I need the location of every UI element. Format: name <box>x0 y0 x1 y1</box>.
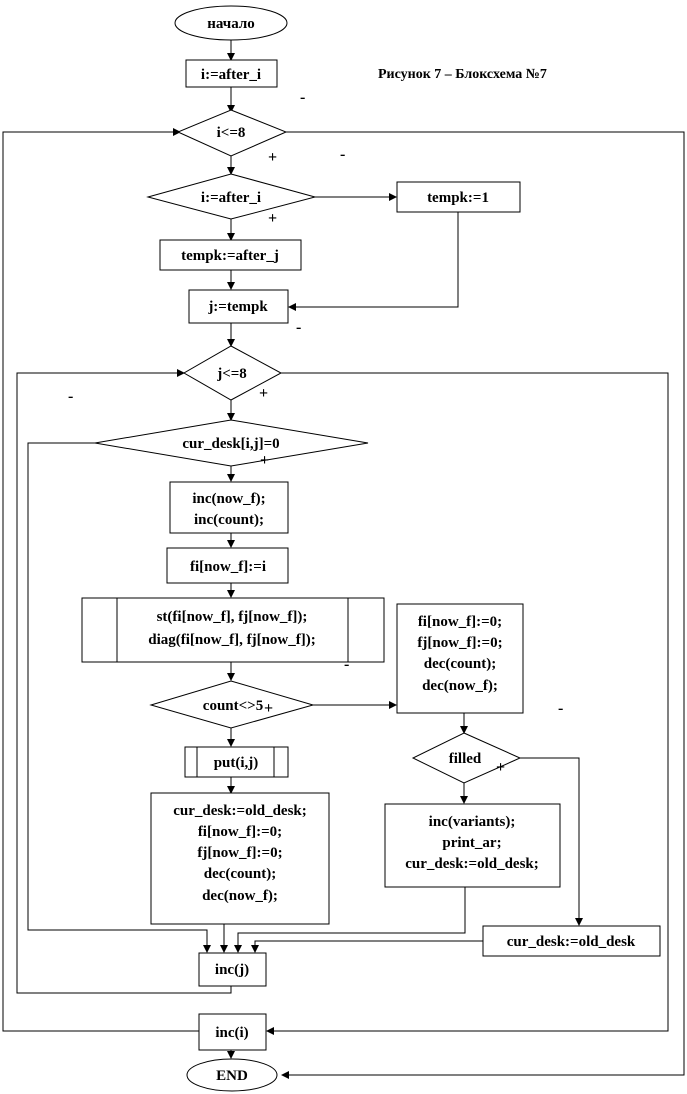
connectors <box>2 40 685 1079</box>
label-minus-jinit: - <box>296 319 301 336</box>
arrow-icond-to-end <box>281 131 685 1079</box>
label-plus-ieq: + <box>268 210 277 227</box>
svg-text:fi[now_f]:=i: fi[now_f]:=i <box>190 559 266 575</box>
svg-text:fi[now_f]:=0;: fi[now_f]:=0; <box>418 614 502 630</box>
label-minus-iinit: - <box>300 89 305 106</box>
put-subroutine-node: put(i,j) <box>184 746 289 778</box>
label-minus-icond: - <box>340 146 345 163</box>
label-plus-deskcond: + <box>260 452 269 469</box>
svg-text:dec(now_f);: dec(now_f); <box>422 678 498 694</box>
j-condition-node: j<=8 <box>182 345 283 401</box>
restore-simple-node: cur_desk:=old_desk <box>482 925 661 957</box>
label-plus-jcond: + <box>259 385 268 402</box>
i-condition-node: i<=8 <box>176 109 288 157</box>
arrow-tempkone-to-jinit <box>288 212 459 311</box>
svg-text:inc(count);: inc(count); <box>194 512 264 528</box>
label-minus-jcond: - <box>68 388 73 405</box>
svg-text:inc(variants);: inc(variants); <box>429 814 516 830</box>
arrow-variants-to-incj <box>234 887 466 953</box>
tempk-after-node: tempk:=after_j <box>159 239 302 271</box>
arrow-inci-to-icond <box>2 128 199 1032</box>
end-node: END <box>186 1058 278 1092</box>
j-init-node: j:=tempk <box>188 289 289 324</box>
svg-text:fi[now_f]:=0;: fi[now_f]:=0; <box>198 824 282 840</box>
arrow-incj-to-jcond <box>16 369 232 994</box>
svg-text:END: END <box>216 1068 248 1084</box>
arrow-restoresimple-to-incj <box>251 940 483 953</box>
svg-text:diag(fi[now_f], fj[now_f]);: diag(fi[now_f], fj[now_f]); <box>148 632 315 648</box>
label-plus-countcond: + <box>264 700 273 717</box>
restore-block-node: cur_desk:=old_desk; fi[now_f]:=0; fj[now… <box>150 792 330 925</box>
branch-labels: - + - + - + - + - + - + <box>68 89 563 776</box>
svg-text:dec(count);: dec(count); <box>424 656 496 672</box>
svg-text:i:=after_i: i:=after_i <box>201 190 261 206</box>
arrow-jcond-to-inci <box>266 372 669 1035</box>
inc-i-node: inc(i) <box>198 1013 267 1051</box>
i-equals-condition-node: i:=after_i <box>146 173 317 220</box>
svg-text:cur_desk[i,j]=0: cur_desk[i,j]=0 <box>182 436 279 452</box>
svg-text:filled: filled <box>449 751 482 767</box>
label-minus-stdiag: - <box>344 656 349 673</box>
svg-text:cur_desk:=old_desk;: cur_desk:=old_desk; <box>405 856 539 872</box>
svg-text:cur_desk:=old_desk;: cur_desk:=old_desk; <box>173 803 307 819</box>
filled-condition-node: filled <box>411 732 522 784</box>
count-condition-node: count<>5 <box>149 680 315 729</box>
svg-text:j:=tempk: j:=tempk <box>207 299 268 315</box>
svg-text:dec(now_f);: dec(now_f); <box>202 888 278 904</box>
svg-text:print_ar;: print_ar; <box>442 835 501 851</box>
arrow-filled-to-restoresimple <box>520 757 583 926</box>
svg-text:put(i,j): put(i,j) <box>214 755 259 771</box>
svg-text:начало: начало <box>207 16 255 32</box>
svg-text:tempk:=1: tempk:=1 <box>427 190 489 206</box>
reset-block-node: fi[now_f]:=0; fj[now_f]:=0; dec(count); … <box>396 603 524 714</box>
label-plus-icond: + <box>268 149 277 166</box>
variants-block-node: inc(variants); print_ar; cur_desk:=old_d… <box>384 803 561 888</box>
svg-text:fj[now_f]:=0;: fj[now_f]:=0; <box>417 635 502 651</box>
label-plus-filled: + <box>496 759 505 776</box>
svg-text:cur_desk:=old_desk: cur_desk:=old_desk <box>507 934 636 950</box>
arrow-deskcond-to-incj <box>27 442 211 953</box>
inc-block-node: inc(now_f); inc(count); <box>169 481 289 534</box>
st-diag-subroutine-node: st(fi[now_f], fj[now_f]); diag(fi[now_f]… <box>81 597 385 663</box>
fi-assign-node: fi[now_f]:=i <box>166 547 289 584</box>
tempk-one-node: tempk:=1 <box>396 181 521 213</box>
svg-text:i:=after_i: i:=after_i <box>201 67 261 83</box>
figure-caption: Рисунок 7 – Блоксхема №7 <box>378 67 547 82</box>
svg-text:inc(i): inc(i) <box>215 1025 248 1041</box>
svg-text:i<=8: i<=8 <box>217 125 246 141</box>
svg-text:inc(now_f);: inc(now_f); <box>192 491 265 507</box>
svg-text:fj[now_f]:=0;: fj[now_f]:=0; <box>197 845 282 861</box>
start-node: начало <box>174 5 288 41</box>
inc-j-node: inc(j) <box>198 952 267 987</box>
i-init-node: i:=after_i <box>185 59 278 88</box>
desk-condition-node: cur_desk[i,j]=0 <box>94 419 369 467</box>
svg-text:count<>5: count<>5 <box>203 698 263 714</box>
label-minus-reset: - <box>558 700 563 717</box>
svg-text:inc(j): inc(j) <box>215 962 249 978</box>
svg-text:tempk:=after_j: tempk:=after_j <box>181 248 279 264</box>
svg-text:j<=8: j<=8 <box>216 366 247 382</box>
svg-text:dec(count);: dec(count); <box>204 866 276 882</box>
svg-text:st(fi[now_f], fj[now_f]);: st(fi[now_f], fj[now_f]); <box>157 609 308 625</box>
